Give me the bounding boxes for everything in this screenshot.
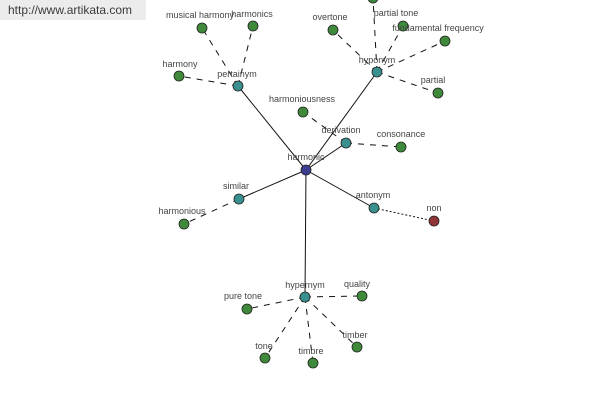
node-fundamental-frequency[interactable]: [439, 35, 451, 47]
node-harmonics[interactable]: [247, 20, 259, 32]
node-consonance[interactable]: [395, 141, 407, 153]
node-label-harmoniousness[interactable]: harmoniousness: [269, 94, 336, 104]
node-label-antonym[interactable]: antonym: [356, 190, 391, 200]
node-partial[interactable]: [432, 87, 444, 99]
node-label-partial-tone[interactable]: partial tone: [374, 8, 419, 18]
edge-harmonic-hyponym: [305, 71, 378, 171]
node-label-quality[interactable]: quality: [344, 279, 371, 289]
node-label-partial[interactable]: partial: [421, 75, 446, 85]
node-label-pertainym[interactable]: pertainym: [217, 69, 257, 79]
node-label-derivation[interactable]: derivation: [321, 125, 360, 135]
edge-hyponym-partial-tone: [376, 25, 404, 73]
node-antonym[interactable]: [368, 202, 380, 214]
node-label-pure-tone[interactable]: pure tone: [224, 291, 262, 301]
edge-hypernym-pure-tone: [246, 296, 306, 310]
edge-antonym-non: [373, 207, 435, 222]
edge-hyponym-fundamental-frequency: [376, 40, 446, 73]
node-label-consonance[interactable]: consonance: [377, 129, 426, 139]
node-offscreen[interactable]: [367, 0, 379, 4]
node-label-similar[interactable]: similar: [223, 181, 249, 191]
node-label-musical-harmony[interactable]: musical harmony: [166, 10, 235, 20]
node-label-harmonic[interactable]: harmonic: [287, 152, 325, 162]
node-similar[interactable]: [233, 193, 245, 205]
edge-harmonic-pertainym: [237, 85, 307, 171]
edge-derivation-consonance: [345, 142, 402, 148]
node-harmoniousness[interactable]: [297, 106, 309, 118]
node-label-non[interactable]: non: [426, 203, 441, 213]
node-label-hyponym[interactable]: hyponym: [359, 55, 396, 65]
node-label-timber[interactable]: timber: [342, 330, 367, 340]
node-derivation[interactable]: [340, 137, 352, 149]
edge-derivation-harmoniousness: [302, 111, 347, 144]
node-label-fundamental-frequency[interactable]: fundamental frequency: [392, 23, 484, 33]
node-non[interactable]: [428, 215, 440, 227]
node-hypernym[interactable]: [299, 291, 311, 303]
node-partial-tone[interactable]: [397, 20, 409, 32]
edge-hypernym-timber: [304, 296, 358, 348]
edge-hyponym-overtone: [332, 29, 378, 73]
node-label-timbre[interactable]: timbre: [298, 346, 323, 356]
edge-pertainym-harmonics: [237, 25, 254, 87]
node-label-harmonious[interactable]: harmonious: [158, 206, 206, 216]
edge-hypernym-quality: [304, 295, 363, 298]
node-harmony[interactable]: [173, 70, 185, 82]
node-musical-harmony[interactable]: [196, 22, 208, 34]
node-harmonic[interactable]: [300, 164, 312, 176]
edge-pertainym-harmony: [178, 75, 239, 87]
edge-harmonic-hypernym: [304, 169, 307, 298]
node-timbre[interactable]: [307, 357, 319, 369]
node-label-harmonics[interactable]: harmonics: [231, 9, 273, 19]
edge-hyponym-offscreen: [372, 0, 378, 73]
node-pure-tone[interactable]: [241, 303, 253, 315]
edge-harmonic-derivation: [305, 142, 347, 171]
edge-hypernym-tone: [264, 296, 306, 359]
node-label-tone[interactable]: tone: [255, 341, 273, 351]
node-label-harmony[interactable]: harmony: [162, 59, 198, 69]
node-hyponym[interactable]: [371, 66, 383, 78]
edge-harmonic-antonym: [305, 169, 375, 209]
node-label-overtone[interactable]: overtone: [312, 12, 347, 22]
edge-hyponym-partial: [376, 71, 439, 94]
node-overtone[interactable]: [327, 24, 339, 36]
node-quality[interactable]: [356, 290, 368, 302]
site-url-link[interactable]: http://www.artikata.com: [0, 0, 146, 20]
node-harmonious[interactable]: [178, 218, 190, 230]
node-pertainym[interactable]: [232, 80, 244, 92]
node-label-hypernym[interactable]: hypernym: [285, 280, 325, 290]
edge-harmonic-similar: [238, 169, 307, 200]
edge-similar-harmonious: [183, 198, 240, 225]
node-timber[interactable]: [351, 341, 363, 353]
node-tone[interactable]: [259, 352, 271, 364]
